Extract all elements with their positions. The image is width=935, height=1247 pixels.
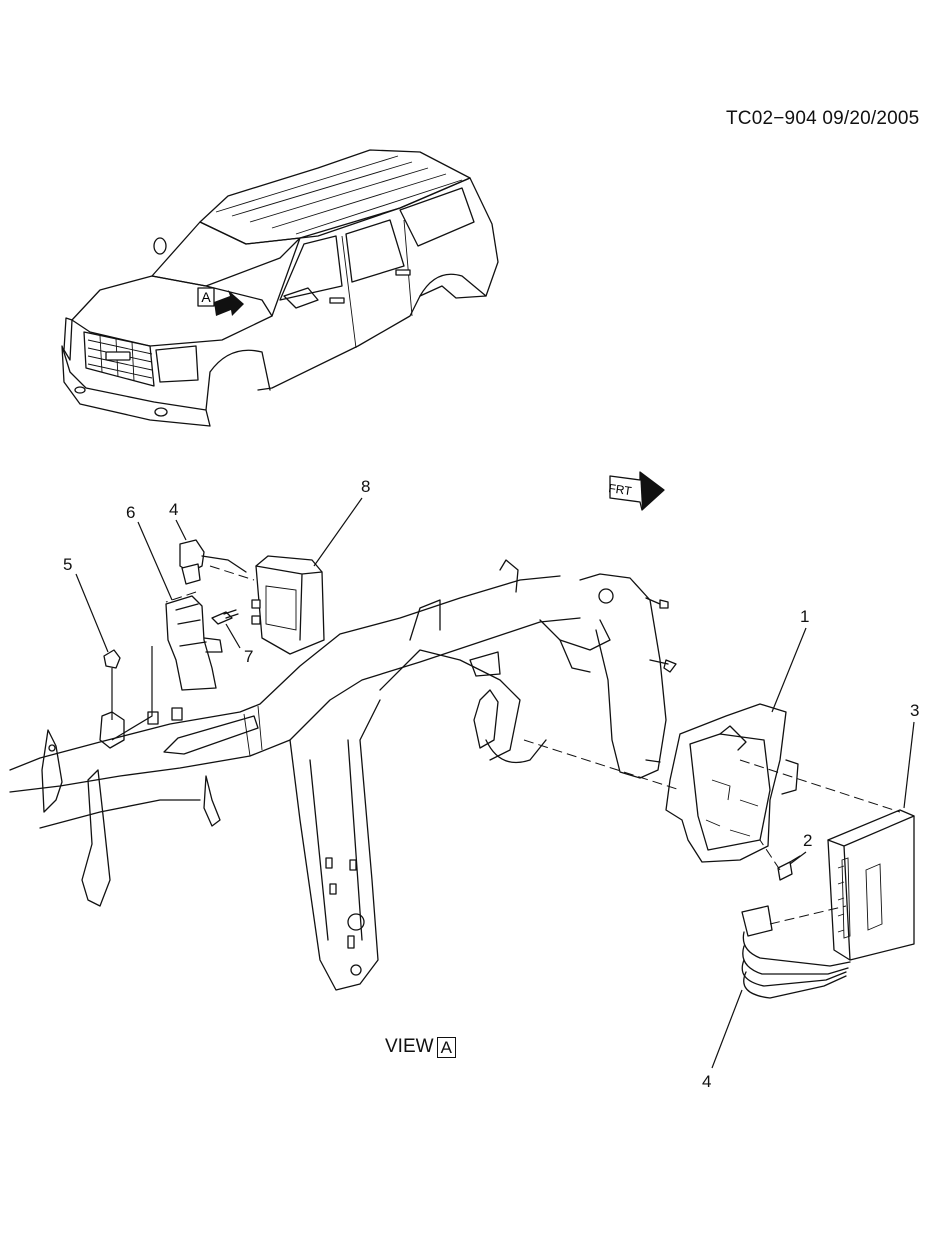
vehicle-view-marker: A	[201, 289, 211, 305]
left-module-group	[103, 539, 325, 741]
callout-4-top: 4	[169, 500, 179, 519]
suv-illustration: A	[61, 149, 499, 427]
callout-5: 5	[63, 555, 73, 574]
callout-8: 8	[361, 477, 371, 496]
callout-1: 1	[800, 607, 810, 626]
callout-4-bottom: 4	[702, 1072, 712, 1091]
callout-2: 2	[803, 831, 813, 850]
view-caption-text: VIEW	[385, 1036, 434, 1057]
callout-6: 6	[126, 503, 136, 522]
right-module-group	[523, 703, 915, 999]
document-code: TC02−904 09/20/2005	[726, 108, 920, 129]
view-caption-marker: A	[436, 1036, 456, 1058]
callout-7: 7	[244, 647, 254, 666]
instrument-panel-carrier	[9, 559, 677, 991]
front-direction-arrow: FRT	[608, 471, 665, 511]
view-caption: VIEW A	[385, 1036, 456, 1058]
callout-leaders	[75, 497, 915, 1069]
callout-3: 3	[910, 701, 920, 720]
front-label: FRT	[608, 481, 633, 498]
